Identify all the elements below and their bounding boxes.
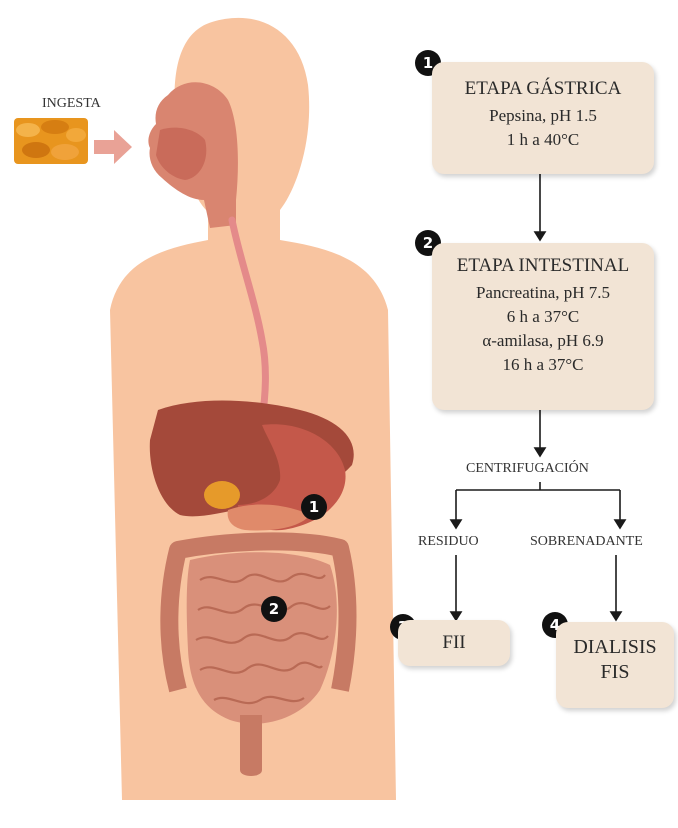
stage-intestinal-title: ETAPA INTESTINAL bbox=[432, 255, 654, 277]
centrifugation-label: CENTRIFUGACIÓN bbox=[466, 461, 589, 477]
gallbladder bbox=[204, 481, 240, 509]
ingesta-arrow bbox=[94, 130, 132, 164]
residuo-label: RESIDUO bbox=[418, 534, 479, 550]
body-marker-1: 1 bbox=[301, 494, 327, 520]
body-marker-2: 2 bbox=[261, 596, 287, 622]
fii-label: FII bbox=[442, 632, 465, 653]
sobrenadante-label: SOBRENADANTE bbox=[530, 534, 643, 550]
food-image bbox=[14, 118, 88, 164]
stage-intestinal-box: ETAPA INTESTINAL Pancreatina, pH 7.5 6 h… bbox=[432, 243, 654, 410]
fis-line-1: DIALISIS bbox=[556, 636, 674, 659]
stage-intestinal-line-4: 16 h a 37°C bbox=[432, 355, 654, 375]
stage-intestinal-line-1: Pancreatina, pH 7.5 bbox=[432, 283, 654, 303]
rectum bbox=[240, 715, 262, 776]
fis-line-2: FIS bbox=[556, 661, 674, 684]
stage-gastric-box: ETAPA GÁSTRICA Pepsina, pH 1.5 1 h a 40°… bbox=[432, 62, 654, 174]
ingesta-label: INGESTA bbox=[42, 96, 101, 112]
stage-intestinal-line-2: 6 h a 37°C bbox=[432, 307, 654, 327]
stage-gastric-title: ETAPA GÁSTRICA bbox=[432, 78, 654, 100]
stage-intestinal-line-3: α-amilasa, pH 6.9 bbox=[432, 331, 654, 351]
stage-gastric-line-1: Pepsina, pH 1.5 bbox=[432, 106, 654, 126]
fis-box: DIALISIS FIS bbox=[556, 622, 674, 708]
fii-box: FII bbox=[398, 620, 510, 666]
stage-gastric-line-2: 1 h a 40°C bbox=[432, 130, 654, 150]
